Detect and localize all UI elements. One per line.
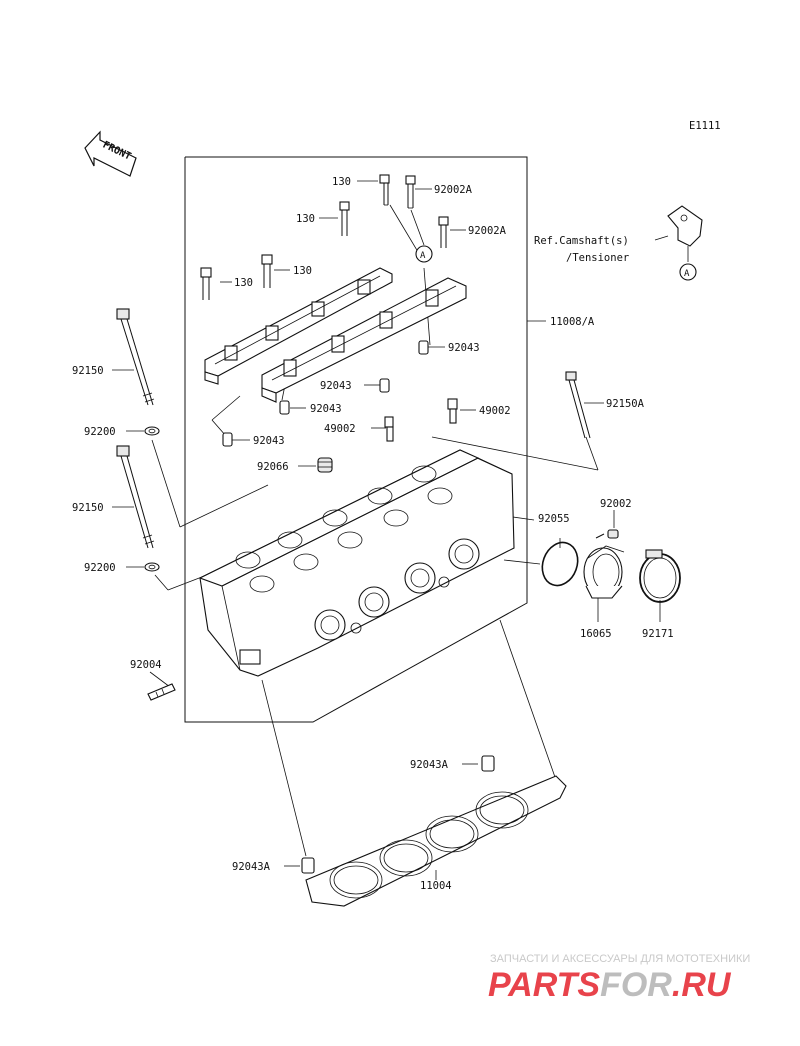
- camshaft-cap-rail-upper: [204, 267, 393, 385]
- label-11008a: 11008/A: [550, 316, 595, 328]
- label-49002-left: 49002: [324, 423, 356, 435]
- label-130-mid: 130: [296, 213, 315, 225]
- front-arrow-icon: FRONT: [84, 130, 137, 177]
- label-49002-right: 49002: [479, 405, 511, 417]
- label-92002a-mid: 92002A: [468, 225, 507, 237]
- oil-jet-49002-b: [447, 398, 458, 424]
- dowel-92043a-upper: [481, 755, 495, 772]
- head-gasket-11004: [305, 775, 567, 907]
- assembly-frame: [184, 156, 528, 723]
- plug-92066: [317, 457, 333, 473]
- watermark-brand-parts: PARTS: [488, 966, 600, 1004]
- bolt-130-left2: [261, 254, 273, 288]
- label-92043-a: 92043: [448, 342, 480, 354]
- dowel-pin-92043-c: [279, 400, 290, 415]
- dowel-pin-92043-d: [222, 432, 233, 447]
- label-92171: 92171: [642, 628, 674, 640]
- dowel-92043a-lower: [301, 857, 315, 874]
- label-92004: 92004: [130, 659, 162, 671]
- label-130-top: 130: [332, 176, 351, 188]
- label-11004: 11004: [420, 880, 452, 892]
- intake-holder-16065: [583, 545, 625, 599]
- ref-note-line1: Ref.Camshaft(s): [534, 235, 629, 247]
- label-92150-upper: 92150: [72, 365, 104, 377]
- bolt-130-left: [200, 267, 212, 300]
- washer-92200-upper: [144, 426, 160, 436]
- dowel-pin-92043-b: [379, 378, 390, 393]
- stud-92004: [147, 683, 176, 701]
- bolt-92002a-mid: [438, 216, 449, 248]
- label-130-left: 130: [234, 277, 253, 289]
- marker-a-right-icon: A: [679, 263, 697, 281]
- ref-note-line2: /Tensioner: [566, 252, 629, 264]
- label-92043-d: 92043: [253, 435, 285, 447]
- label-92150-lower: 92150: [72, 502, 104, 514]
- o-ring-92055: [541, 541, 579, 587]
- label-92150a: 92150A: [606, 398, 645, 410]
- watermark: ЗАПЧАСТИ И АКСЕССУАРЫ ДЛЯ МОТОТЕХНИКИ PA…: [488, 953, 750, 1004]
- oil-jet-49002-a: [384, 416, 394, 442]
- bolt-130-top: [379, 174, 390, 206]
- clamp-92171: [639, 549, 681, 603]
- watermark-brand-ru: .RU: [672, 966, 732, 1004]
- camshaft-cap-rail-lower: [261, 277, 467, 403]
- dowel-pin-92043-a: [418, 340, 429, 355]
- label-130-right: 130: [293, 265, 312, 277]
- watermark-tagline: ЗАПЧАСТИ И АКСЕССУАРЫ ДЛЯ МОТОТЕХНИКИ: [490, 953, 750, 965]
- label-92055: 92055: [538, 513, 570, 525]
- label-92043a-upper: 92043A: [410, 759, 449, 771]
- stud-92150-lower: [116, 445, 155, 549]
- label-92043-b: 92043: [320, 380, 352, 392]
- svg-text:A: A: [420, 251, 426, 261]
- svg-text:PARTSFOR.RU: PARTSFOR.RU: [488, 966, 732, 1004]
- label-92002: 92002: [600, 498, 632, 510]
- bolt-92002a-top: [405, 175, 416, 209]
- label-16065: 16065: [580, 628, 612, 640]
- part-labels: 130 92002A 130 92002A 130 130 11008/A 92…: [72, 176, 674, 892]
- label-92043-c: 92043: [310, 403, 342, 415]
- label-92200-lower: 92200: [84, 562, 116, 574]
- leader-lines: [112, 180, 661, 880]
- diagram-code: E1111: [689, 120, 721, 132]
- watermark-brand-for: FOR: [600, 966, 672, 1004]
- stud-92150a-right: [565, 371, 591, 439]
- label-92200-upper: 92200: [84, 426, 116, 438]
- label-92066: 92066: [257, 461, 289, 473]
- label-92002a-top: 92002A: [434, 184, 473, 196]
- washer-92200-lower: [144, 562, 160, 572]
- stud-92150-upper: [116, 308, 155, 406]
- label-92043a-lower: 92043A: [232, 861, 271, 873]
- cylinder-head: [198, 449, 515, 677]
- marker-a-left-icon: A: [415, 245, 433, 263]
- camshaft-tensioner-ref-icon: [667, 205, 703, 262]
- bolt-130-mid: [339, 201, 350, 236]
- screw-92002: [595, 529, 619, 539]
- svg-text:A: A: [684, 269, 690, 279]
